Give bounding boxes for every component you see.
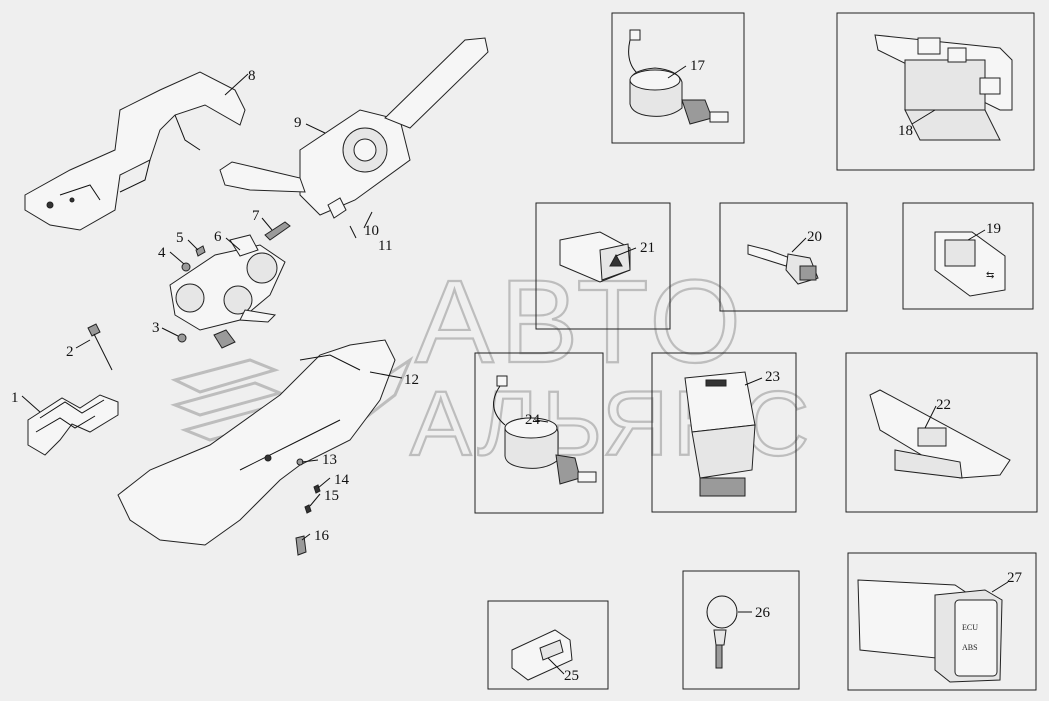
part-21-hazard-switch xyxy=(559,231,631,283)
callout-27: 27 xyxy=(1007,570,1023,586)
callout-9: 9 xyxy=(294,115,302,131)
frame-27 xyxy=(847,552,1037,691)
part-23-connector xyxy=(684,371,756,497)
part-5-screw xyxy=(195,245,206,257)
callout-26: 26 xyxy=(755,605,771,621)
callout-3: 3 xyxy=(152,320,160,336)
part-4-washer xyxy=(181,262,191,272)
callout-5: 5 xyxy=(176,230,184,246)
callout-25: 25 xyxy=(564,668,579,684)
svg-text:⇆: ⇆ xyxy=(986,270,994,281)
part-8-upper-shroud xyxy=(24,71,246,231)
part-7-bolt xyxy=(264,221,291,241)
switch-label-ecu: ECU xyxy=(962,623,978,632)
callout-16: 16 xyxy=(314,528,330,544)
part-2-screw xyxy=(87,323,113,371)
frame-21 xyxy=(535,202,671,330)
frame-22 xyxy=(845,352,1038,513)
callout-8: 8 xyxy=(248,68,256,84)
frame-23 xyxy=(651,352,797,513)
callout-10: 10 xyxy=(364,223,379,239)
callout-15: 15 xyxy=(324,488,339,504)
part-19-switch: ⇆ xyxy=(934,231,1006,297)
part-18-window-switch xyxy=(874,34,1013,141)
callout-20: 20 xyxy=(807,229,822,245)
part-12-lower-shroud xyxy=(117,339,396,546)
frame-17 xyxy=(611,12,745,144)
callout-2: 2 xyxy=(66,344,74,360)
part-14-screw xyxy=(313,484,321,494)
part-15-screw xyxy=(304,504,312,514)
callout-17: 17 xyxy=(690,58,706,74)
frame-24 xyxy=(474,352,604,514)
leader-lines xyxy=(21,65,1009,675)
part-17-sensor xyxy=(628,29,729,125)
part-27-abs-switch: ECU ABS xyxy=(857,579,1003,683)
callout-21: 21 xyxy=(640,240,655,256)
part-9-combination-switch xyxy=(219,37,489,219)
frame-26 xyxy=(682,570,800,690)
callout-4: 4 xyxy=(158,245,166,261)
frame-19 xyxy=(902,202,1034,310)
part-22-window-switch xyxy=(869,389,1011,479)
part-3-nut xyxy=(177,333,187,343)
callout-1: 1 xyxy=(11,390,19,406)
callout-23: 23 xyxy=(765,369,780,385)
frame-18 xyxy=(836,12,1035,171)
part-16-bolt xyxy=(295,535,307,556)
callout-18: 18 xyxy=(898,123,913,139)
callout-12: 12 xyxy=(404,372,419,388)
part-1-bracket xyxy=(27,394,119,456)
part-6-lock-assembly xyxy=(169,234,286,349)
callout-22: 22 xyxy=(936,397,951,413)
callout-19: 19 xyxy=(986,221,1001,237)
frame-20 xyxy=(719,202,848,312)
part-25-clip xyxy=(511,629,573,681)
callout-6: 6 xyxy=(214,229,222,245)
part-20-pressure-sensor xyxy=(747,244,819,285)
callout-14: 14 xyxy=(334,472,350,488)
part-26-key xyxy=(706,595,738,669)
watermark-line1: АВТО xyxy=(415,256,747,388)
callout-13: 13 xyxy=(322,452,337,468)
part-24-sensor xyxy=(493,375,597,485)
switch-label-abs: ABS xyxy=(962,643,978,652)
callout-24: 24 xyxy=(525,412,541,428)
callout-11: 11 xyxy=(378,238,392,254)
callout-7: 7 xyxy=(252,208,260,224)
callouts: 1 2 3 4 5 6 7 8 9 10 11 12 13 14 15 16 1… xyxy=(11,58,1023,684)
frame-25 xyxy=(487,600,609,690)
